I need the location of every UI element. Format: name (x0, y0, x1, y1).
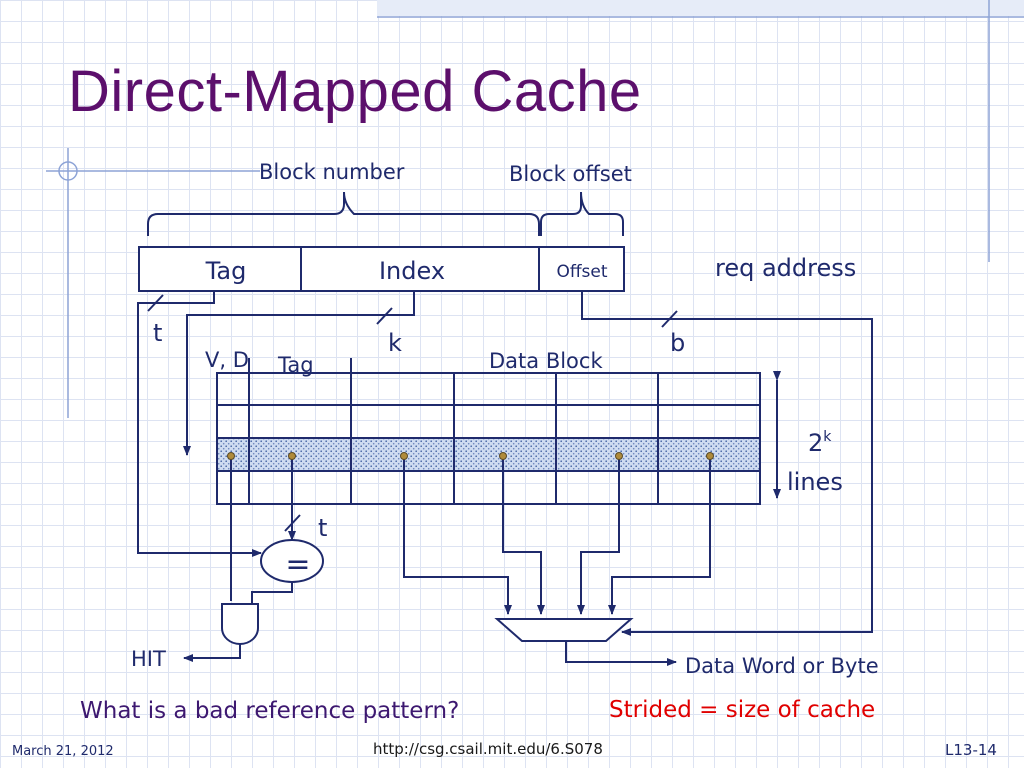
question-text: What is a bad reference pattern? (80, 698, 460, 724)
tap-dot (615, 452, 623, 460)
index-width-label: k (388, 329, 402, 357)
tag-wire (137, 291, 262, 557)
data-wire-2 (502, 456, 545, 615)
index-width-slash (376, 307, 393, 325)
output-label: Data Word or Byte (685, 654, 879, 678)
hit-label: HIT (131, 647, 166, 671)
block-number-label: Block number (259, 160, 405, 184)
address-index-label: Index (379, 257, 445, 285)
tag-comparator (260, 539, 324, 583)
hit-wire (183, 644, 241, 662)
selected-cache-line (217, 438, 760, 471)
comparator-symbol: = (285, 547, 310, 582)
block-offset-label: Block offset (509, 162, 632, 186)
offset-width-label: b (670, 329, 685, 357)
footer-url[interactable]: http://csg.csail.mit.edu/6.S078 (373, 740, 603, 758)
lines-dimension: 2k lines (773, 371, 843, 499)
req-address: Tag Index Offset (138, 246, 625, 292)
address-index-field (300, 246, 540, 292)
offset-wire (581, 291, 873, 636)
compare-width-label: t (318, 514, 327, 542)
data-multiplexer (494, 618, 634, 642)
lines-count-label: 2k (808, 429, 832, 457)
answer-text: Strided = size of cache (609, 697, 876, 723)
footer-date: March 21, 2012 (12, 744, 114, 759)
req-address-label: req address (715, 254, 856, 282)
offset-width-slash (661, 310, 678, 328)
tag-width-slash (147, 294, 164, 312)
compare-width-slash (284, 514, 301, 532)
compare-result-wire (251, 582, 293, 603)
cache-array (216, 358, 761, 505)
tap-dot (706, 452, 714, 460)
index-wire (183, 291, 415, 456)
tap-dot (499, 452, 507, 460)
mux-output-wire (565, 642, 677, 666)
tag-column-label: Tag (277, 353, 314, 377)
tap-dot (400, 452, 408, 460)
tap-dot (288, 452, 296, 460)
block-number-brace (147, 191, 540, 236)
tag-width-label: t (153, 319, 162, 347)
page-title: Direct-Mapped Cache (68, 59, 642, 124)
block-offset-brace (540, 191, 624, 236)
frame-circle (58, 161, 78, 181)
lines-label: lines (787, 468, 843, 496)
data-wire-3 (577, 456, 620, 615)
tap-dot (227, 452, 235, 460)
data-block-label: Data Block (489, 349, 603, 373)
address-tag-label: Tag (205, 257, 247, 285)
valid-dirty-label: V, D (205, 348, 249, 372)
data-wire-4 (608, 456, 711, 615)
data-wire-1 (403, 456, 512, 615)
address-offset-label: Offset (556, 262, 607, 282)
corner-pattern (377, 0, 1024, 16)
and-gate (221, 603, 259, 646)
footer-page-number: L13-14 (945, 741, 997, 759)
